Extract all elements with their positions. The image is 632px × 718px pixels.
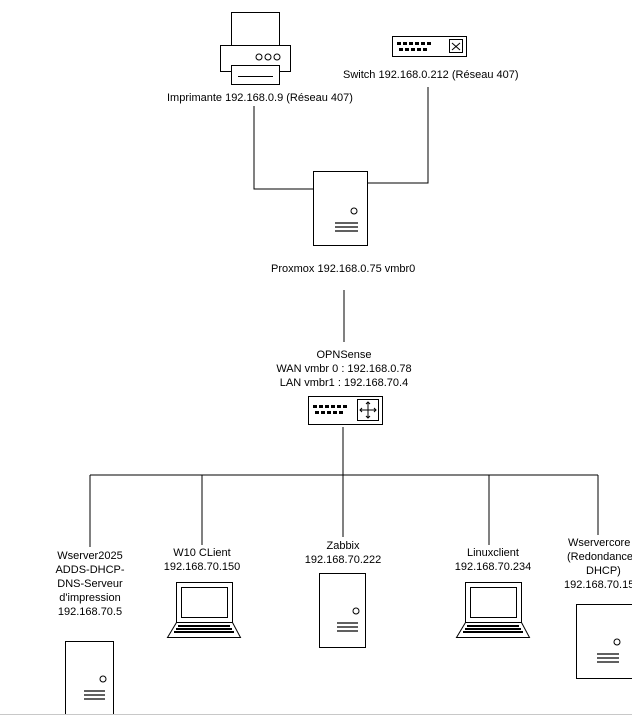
wservercore-label: Wservercore (Redondance DHCP) 192.168.70… xyxy=(564,536,632,592)
network-switch-icon xyxy=(392,36,467,57)
server-tower-icon xyxy=(313,171,368,246)
opnsense-name: OPNSense xyxy=(316,349,372,361)
wservercore-line-2: (Redondance xyxy=(567,551,632,563)
linuxclient-name: Linuxclient xyxy=(467,547,519,559)
linuxclient-ip: 192.168.70.234 xyxy=(454,561,532,573)
wservercore-line-4: 192.168.70.15 xyxy=(564,579,632,591)
wservercore-line-3: DHCP) xyxy=(586,565,621,577)
wservercore-line-1: Wservercore xyxy=(568,537,631,549)
wserver2025-line-4: d'impression xyxy=(59,592,121,604)
wserver2025-line-5: 192.168.70.5 xyxy=(57,606,123,618)
opnsense-wan: WAN vmbr 0 : 192.168.0.78 xyxy=(276,363,412,375)
link-printer-proxmox xyxy=(253,106,313,190)
w10client-ip: 192.168.70.150 xyxy=(163,561,241,573)
wserver2025-line-2: ADDS-DHCP- xyxy=(55,564,125,576)
opnsense-label: OPNSense WAN vmbr 0 : 192.168.0.78 LAN v… xyxy=(264,348,424,390)
server-tower-icon xyxy=(319,573,366,648)
link-switch-proxmox xyxy=(367,87,429,184)
server-tower-icon xyxy=(576,604,632,679)
opnsense-lan: LAN vmbr1 : 192.168.70.4 xyxy=(279,377,409,389)
bottom-border xyxy=(0,714,632,715)
proxmox-label: Proxmox 192.168.0.75 vmbr0 xyxy=(271,263,416,275)
router-firewall-icon xyxy=(308,396,383,425)
wserver2025-line-3: DNS-Serveur xyxy=(57,578,123,590)
printer-icon xyxy=(220,12,291,85)
switch-label: Switch 192.168.0.212 (Réseau 407) xyxy=(343,69,519,81)
w10client-label: W10 CLient 192.168.70.150 xyxy=(152,546,252,574)
wserver2025-label: Wserver2025 ADDS-DHCP- DNS-Serveur d'imp… xyxy=(40,549,140,619)
linuxclient-label: Linuxclient 192.168.70.234 xyxy=(443,546,543,574)
w10client-name: W10 CLient xyxy=(173,547,231,559)
laptop-icon xyxy=(166,582,242,638)
laptop-icon xyxy=(455,582,531,638)
zabbix-name: Zabbix xyxy=(326,540,360,552)
server-tower-icon xyxy=(65,641,114,715)
zabbix-label: Zabbix 192.168.70.222 xyxy=(293,539,393,567)
printer-label: Imprimante 192.168.0.9 (Réseau 407) xyxy=(167,92,353,104)
wserver2025-line-1: Wserver2025 xyxy=(57,550,123,562)
zabbix-ip: 192.168.70.222 xyxy=(304,554,382,566)
